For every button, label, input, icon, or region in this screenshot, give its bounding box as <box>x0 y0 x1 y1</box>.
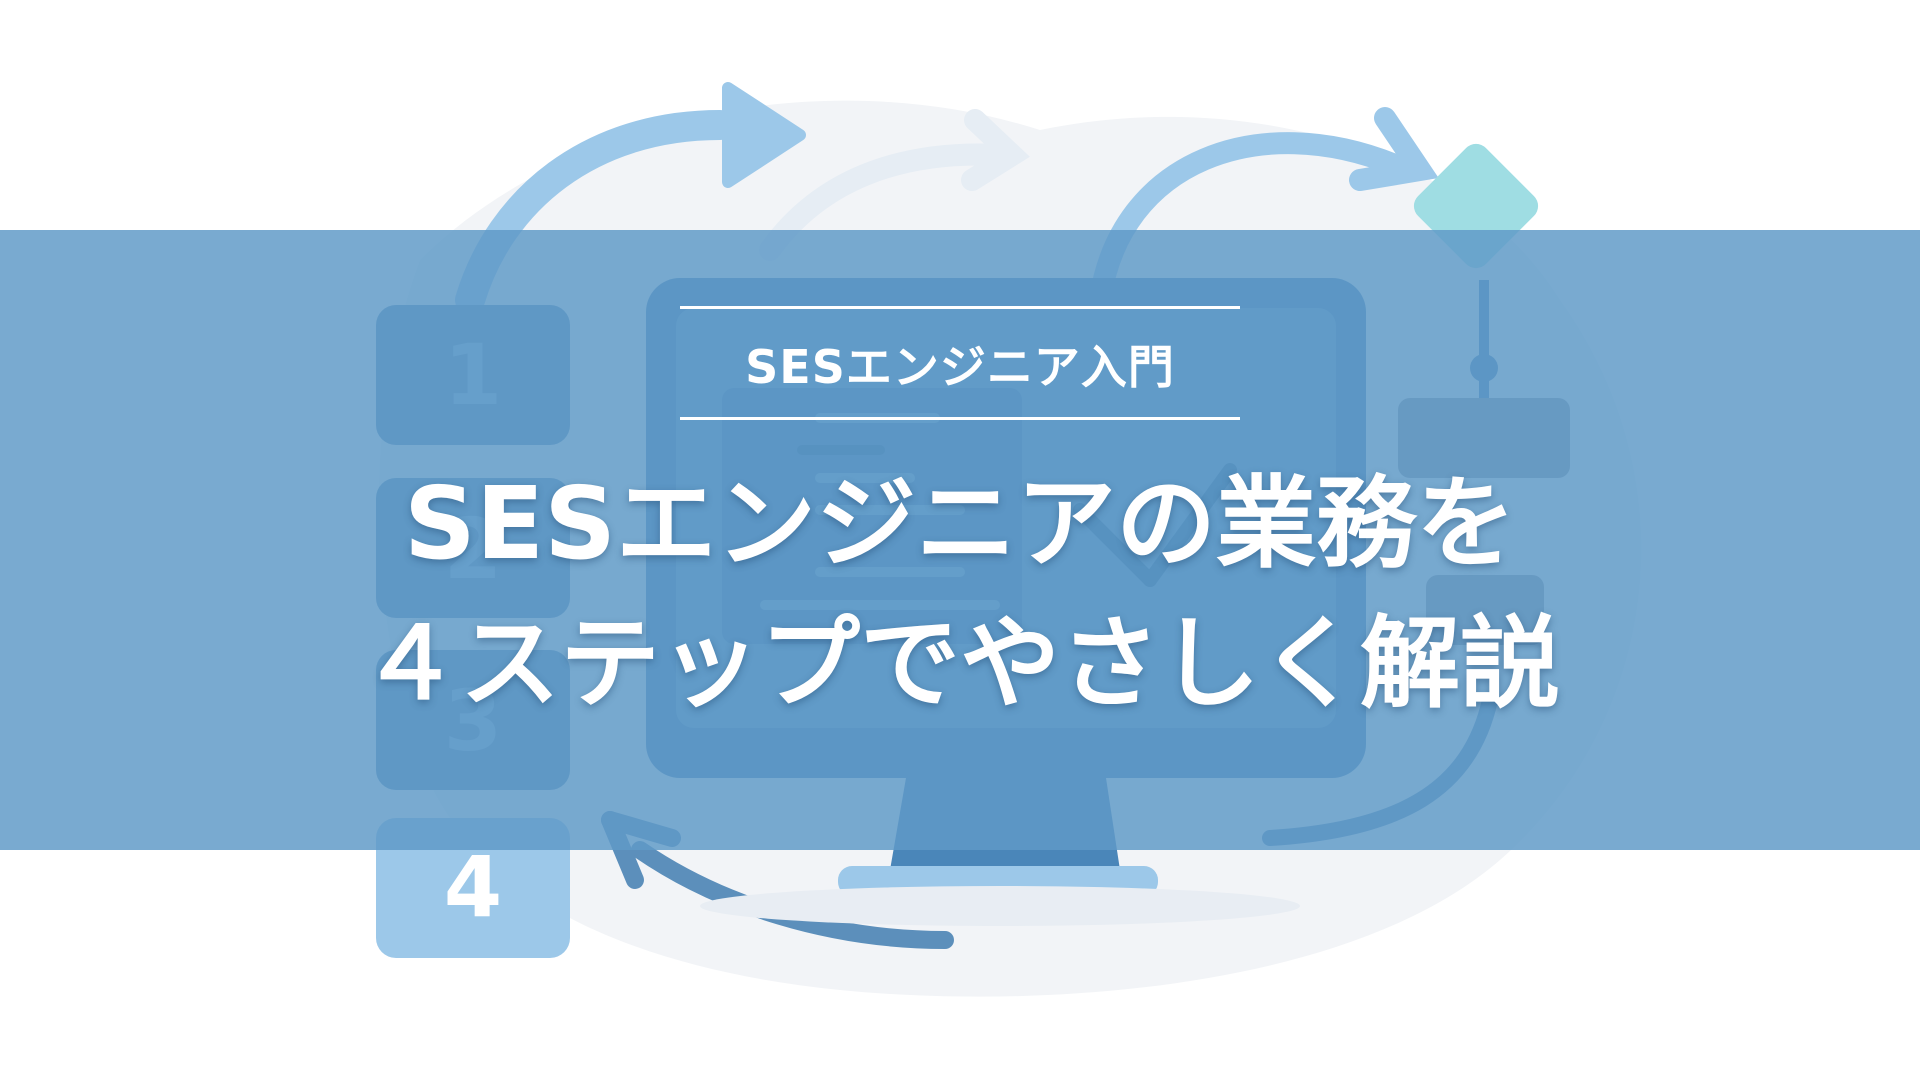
arrow-head-icon <box>722 82 806 188</box>
banner-content: SESエンジニア入門 SESエンジニアの業務を ４ステップでやさしく解説 <box>0 230 1920 850</box>
headline: SESエンジニアの業務を ４ステップでやさしく解説 <box>360 454 1560 734</box>
headline-line-2: ４ステップでやさしく解説 <box>360 605 1560 722</box>
faint-arrow-icon <box>759 109 1030 261</box>
step-badge-bg <box>376 818 570 958</box>
title-banner <box>0 230 1920 850</box>
kicker-frame: SESエンジニア入門 <box>680 306 1240 420</box>
kicker-label: SESエンジニア入門 <box>745 340 1175 394</box>
step-number-4: 4 <box>443 838 503 936</box>
headline-line-1: SESエンジニアの業務を <box>403 465 1517 582</box>
